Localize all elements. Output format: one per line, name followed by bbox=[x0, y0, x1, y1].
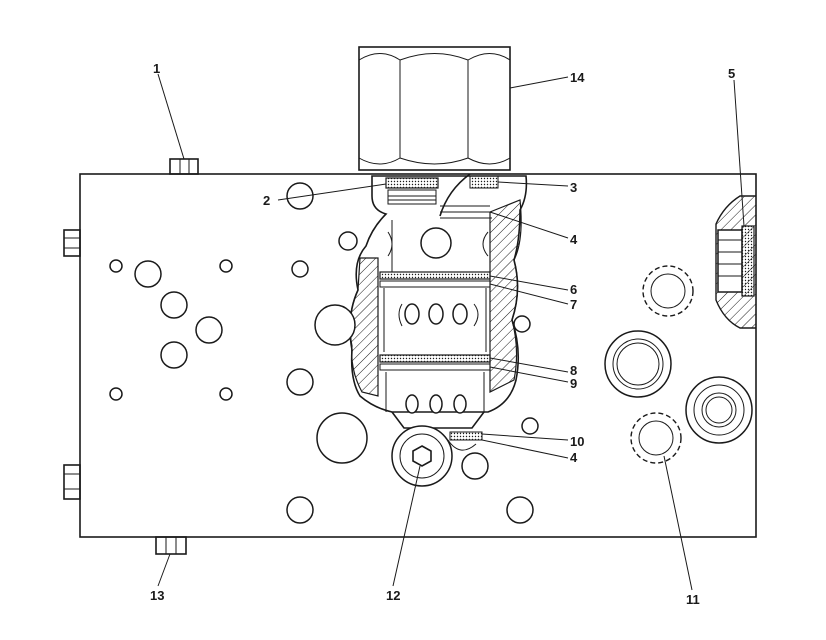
callout-8: 8 bbox=[570, 363, 577, 378]
bottom-port-plug bbox=[155, 536, 187, 555]
callout-13: 13 bbox=[150, 588, 164, 603]
callout-14: 14 bbox=[570, 70, 585, 85]
callout-2: 2 bbox=[263, 193, 270, 208]
callout-9: 9 bbox=[570, 376, 577, 391]
leader-lines bbox=[157, 73, 745, 591]
manifold-block bbox=[79, 173, 757, 538]
callout-7: 7 bbox=[570, 297, 577, 312]
callout-10: 10 bbox=[570, 434, 584, 449]
face-holes bbox=[109, 182, 539, 524]
left-port-plug-lower bbox=[63, 464, 81, 500]
callout-4a: 4 bbox=[570, 232, 578, 247]
callout-5: 5 bbox=[728, 66, 735, 81]
cartridge-section bbox=[349, 173, 528, 451]
callout-1: 1 bbox=[153, 61, 160, 76]
callout-3: 3 bbox=[570, 180, 577, 195]
callout-6: 6 bbox=[570, 282, 577, 297]
left-port-plug-upper bbox=[63, 229, 81, 257]
callout-12: 12 bbox=[386, 588, 400, 603]
callout-4b: 4 bbox=[570, 450, 578, 465]
hex-nut bbox=[358, 46, 511, 171]
right-ports bbox=[604, 265, 753, 464]
callout-labels: 1 2 3 4 5 6 7 8 9 10 4 11 12 13 14 bbox=[150, 61, 735, 607]
callout-11: 11 bbox=[686, 592, 700, 607]
right-side-cartridge bbox=[715, 195, 756, 329]
top-port-plug bbox=[169, 158, 199, 175]
port-plug-socket bbox=[391, 425, 453, 487]
